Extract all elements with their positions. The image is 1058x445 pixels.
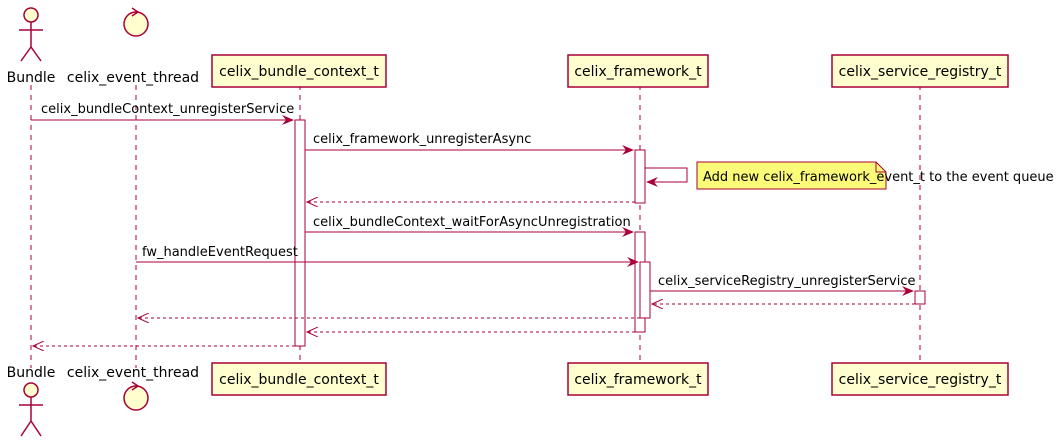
message-label: celix_serviceRegistry_unregisterService (658, 274, 916, 289)
message-label: fw_handleEventRequest (142, 245, 298, 260)
message-label: celix_bundleContext_unregisterService (41, 102, 294, 117)
participant-label-event-thread: celix_event_thread (67, 70, 199, 86)
message-label: celix_framework_unregisterAsync (313, 132, 531, 147)
activation-framework-1 (634, 149, 646, 204)
participant-label-framework: celix_framework_t (574, 64, 702, 80)
activation-framework-3 (639, 261, 651, 319)
note-text: Add new celix_framework_event_t to the e… (703, 170, 1054, 185)
box-framework-top: celix_framework_t (567, 54, 709, 88)
message-handle-event: fw_handleEventRequest (136, 245, 639, 267)
actor-head-icon (23, 7, 39, 23)
control-event-thread-bottom: celix_event_thread (67, 365, 199, 411)
participants-top: Bundle celix_event_thread celix_bundle_c… (7, 7, 1009, 88)
message-wait-for-async: celix_bundleContext_waitForAsyncUnregist… (305, 215, 634, 237)
actor-head-icon (23, 382, 39, 398)
message-unregister-service: celix_bundleContext_unregisterService (31, 102, 294, 125)
participant-label-service-registry: celix_service_registry_t (839, 64, 1002, 80)
box-framework-bottom: celix_framework_t (567, 362, 709, 396)
actor-bundle-bottom: Bundle (7, 365, 56, 437)
control-icon (123, 385, 149, 411)
activation-service-registry (914, 290, 926, 305)
control-event-thread-top: celix_event_thread (67, 7, 199, 86)
participant-label-framework: celix_framework_t (574, 372, 702, 388)
activation-bundle-context (294, 119, 306, 347)
box-service-registry-top: celix_service_registry_t (831, 54, 1009, 88)
participant-label-bundle-context: celix_bundle_context_t (219, 372, 379, 388)
box-service-registry-bottom: celix_service_registry_t (831, 362, 1009, 396)
participant-label-service-registry: celix_service_registry_t (839, 372, 1002, 388)
control-icon (123, 11, 149, 37)
participants-bottom: Bundle celix_event_thread celix_bundle_c… (7, 362, 1009, 437)
message-unregister-async: celix_framework_unregisterAsync (305, 132, 634, 155)
box-bundle-context-bottom: celix_bundle_context_t (211, 362, 387, 396)
message-label: celix_bundleContext_waitForAsyncUnregist… (313, 215, 631, 230)
box-bundle-context-top: celix_bundle_context_t (211, 54, 387, 88)
participant-label-event-thread: celix_event_thread (67, 365, 199, 381)
participant-label-bundle-context: celix_bundle_context_t (219, 64, 379, 80)
messages: celix_bundleContext_unregisterService ce… (31, 102, 1054, 346)
activation-bars (294, 119, 926, 347)
participant-label-bundle: Bundle (7, 365, 56, 381)
message-registry-unregister: celix_serviceRegistry_unregisterService (650, 274, 916, 296)
actor-bundle-top: Bundle (7, 7, 56, 86)
note: Add new celix_framework_event_t to the e… (696, 161, 1054, 190)
participant-label-bundle: Bundle (7, 70, 56, 86)
message-self-call (645, 167, 688, 187)
